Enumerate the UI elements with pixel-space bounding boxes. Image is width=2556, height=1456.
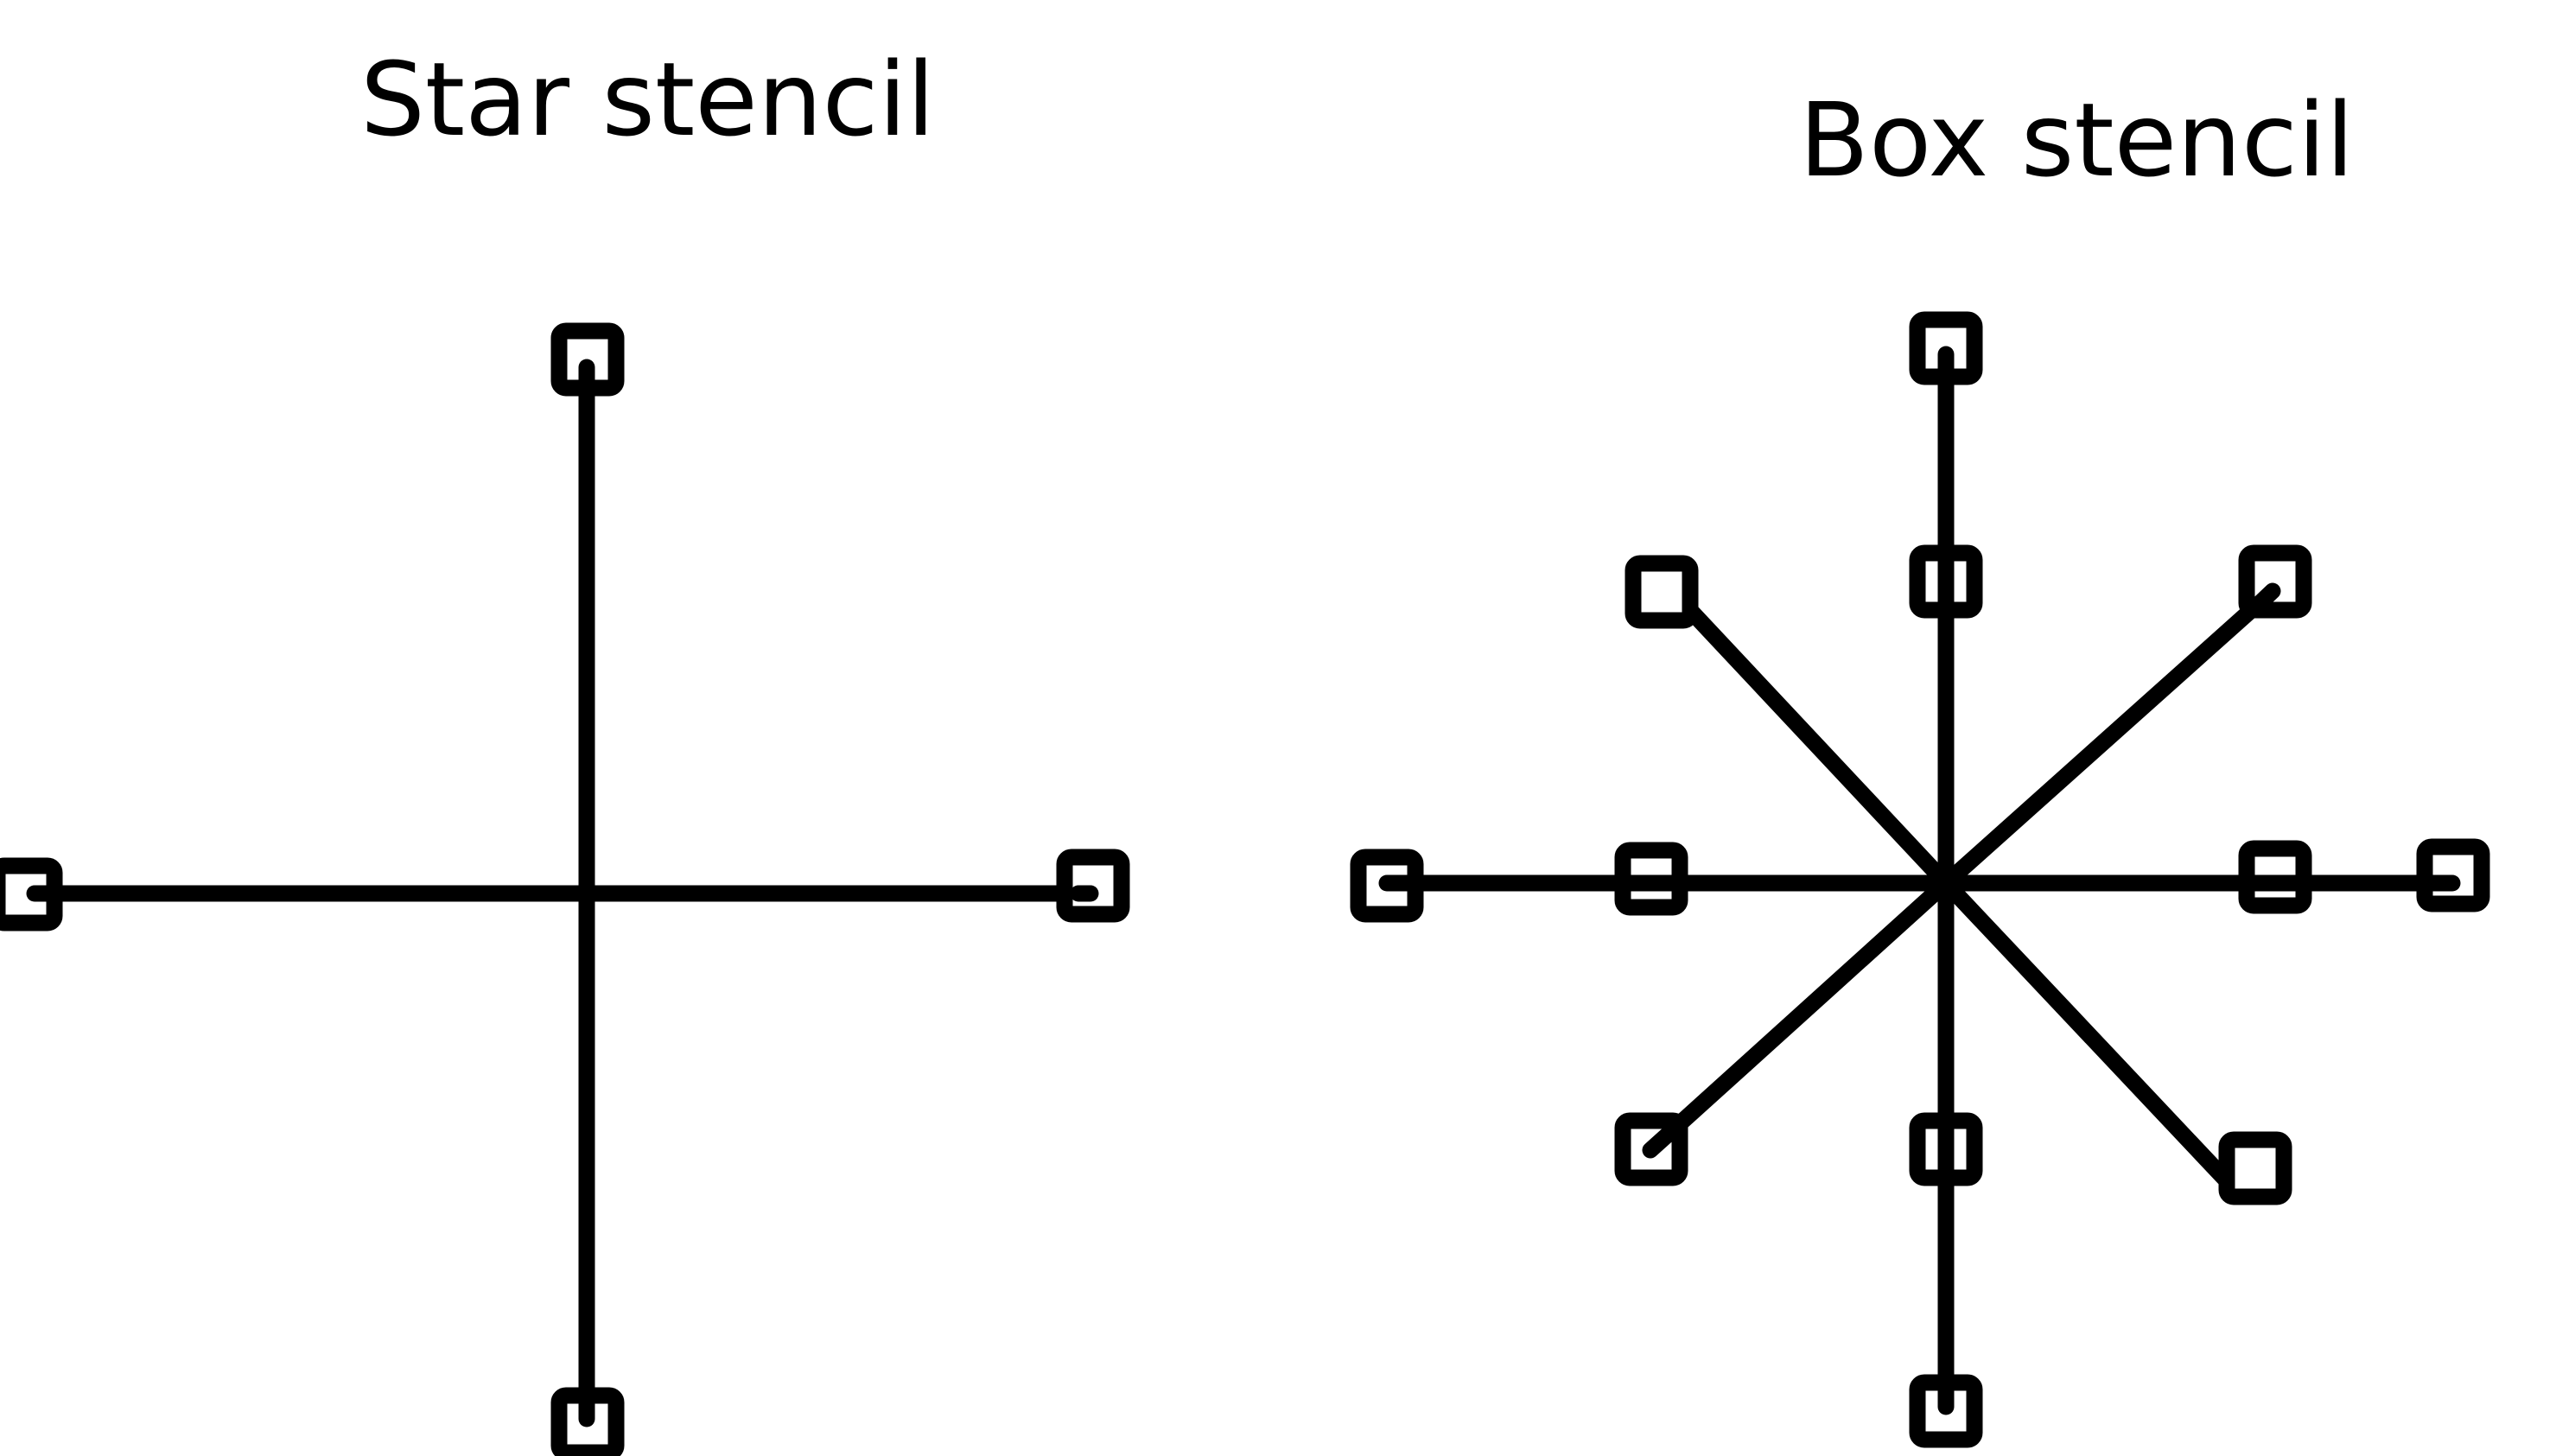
- star-stencil-edges: [26, 354, 1099, 1426]
- box-connector-down-left: [1642, 1126, 1676, 1159]
- box-edge-down-left: [1650, 874, 1955, 1151]
- star-stencil-title: Star stencil: [360, 40, 936, 159]
- box-edge-up-left: [1678, 598, 1955, 892]
- box-node-up-left: [1625, 555, 1699, 629]
- box-stencil-title: Box stencil: [1799, 80, 2355, 200]
- box-stencil-connectors: [1378, 346, 2461, 1415]
- box-connector-up-right: [2247, 582, 2281, 616]
- box-edge-down-right: [1937, 874, 2241, 1196]
- box-stencil: [1350, 311, 2490, 1448]
- box-stencil-edges: [1384, 347, 2461, 1415]
- star-stencil-connectors: [26, 359, 1099, 1427]
- box-node-down-right: [2218, 1131, 2292, 1205]
- star-stencil: [0, 322, 1130, 1456]
- box-edge-up-right: [1937, 582, 2281, 892]
